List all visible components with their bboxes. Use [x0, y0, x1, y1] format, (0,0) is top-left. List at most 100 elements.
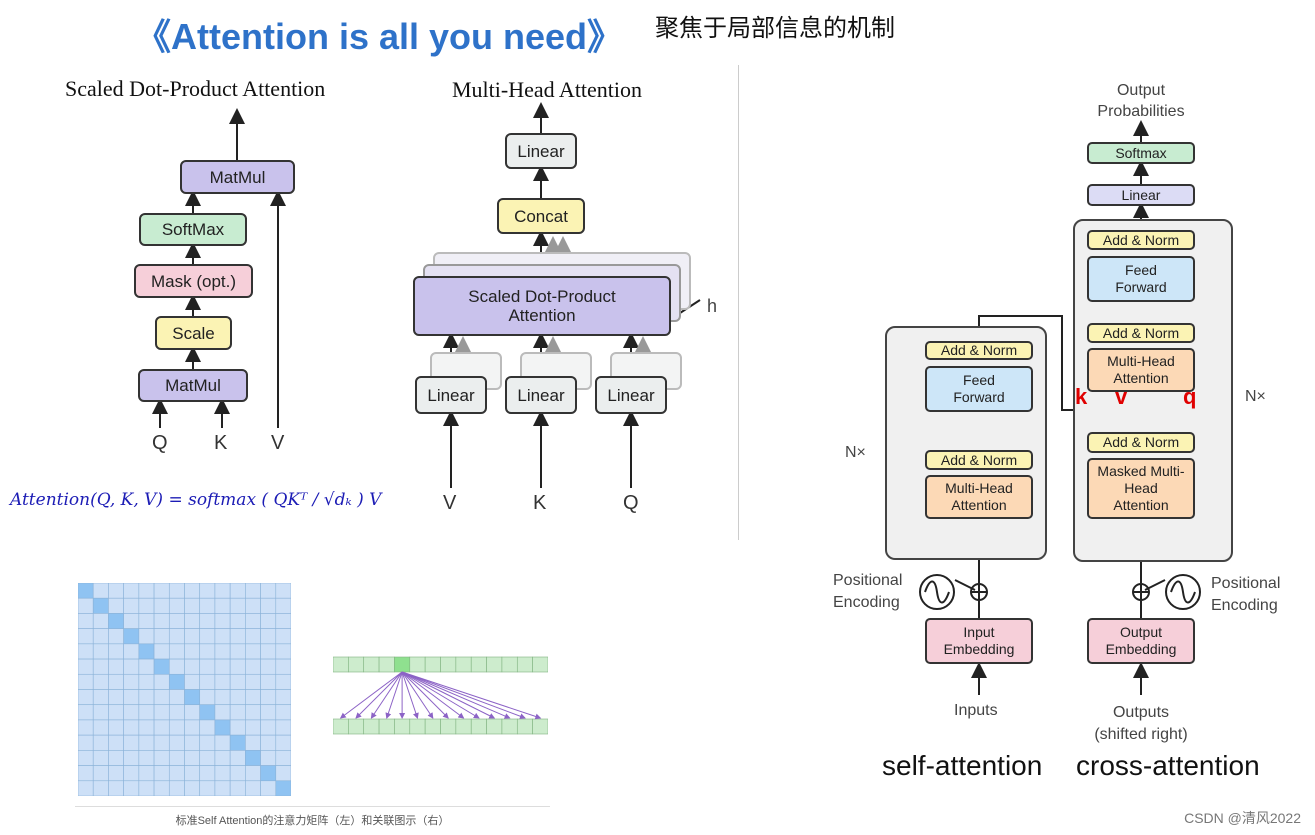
relation-token	[394, 718, 411, 735]
matrix-cell	[78, 704, 94, 721]
mha-sdpa: Scaled Dot-Product Attention	[413, 276, 671, 336]
matrix-cell	[275, 765, 291, 782]
matrix-cell	[153, 734, 170, 751]
matrix-cell	[108, 734, 124, 751]
cross-attention-label: cross-attention	[1076, 750, 1260, 781]
matrix-cell	[168, 643, 185, 660]
matrix-cell	[92, 643, 109, 660]
decoder-masked-multi-head-attention: Masked Multi-Head Attention	[1087, 458, 1195, 519]
matrix-cell	[214, 765, 231, 782]
relation-token	[333, 718, 349, 735]
matrix-cell	[123, 765, 140, 782]
relation-token	[501, 656, 518, 673]
matrix-diagonal-cell	[153, 658, 170, 675]
relation-arrow	[401, 671, 511, 719]
matrix-cell	[275, 597, 291, 614]
relation-token	[440, 656, 457, 673]
transformer-outputs: Outputs (shifted right)	[1094, 704, 1188, 743]
annotation-q: q	[1183, 384, 1197, 409]
matrix-cell	[229, 658, 246, 675]
matrix-diagonal-cell	[123, 628, 140, 645]
matrix-cell	[229, 597, 246, 614]
matrix-cell	[214, 643, 231, 660]
sdpa-mask: Mask (opt.)	[134, 264, 253, 298]
matrix-cell	[123, 750, 140, 766]
relation-arrow	[355, 671, 403, 719]
encoder-feed-forward: Feed Forward	[925, 366, 1033, 412]
matrix-cell	[78, 613, 94, 629]
matrix-cell	[245, 765, 261, 782]
matrix-cell	[214, 628, 231, 645]
relation-token	[424, 718, 441, 735]
matrix-cell	[184, 658, 201, 675]
matrix-cell	[153, 643, 170, 660]
relation-token	[532, 656, 548, 673]
matrix-cell	[153, 750, 170, 766]
matrix-cell	[245, 689, 261, 706]
matrix-cell	[260, 689, 277, 706]
matrix-cell	[168, 583, 185, 599]
matrix-cell	[214, 780, 231, 796]
matrix-cell	[168, 765, 185, 782]
matrix-cell	[229, 704, 246, 721]
mha-heading: Multi-Head Attention	[452, 77, 643, 102]
attention-formula: Attention(Q, K, V) = softmax ( QKᵀ / √dₖ…	[10, 490, 382, 510]
relation-token	[470, 656, 487, 673]
matrix-cell	[108, 780, 124, 796]
matrix-cell	[275, 704, 291, 721]
matrix-diagonal-cell	[275, 780, 291, 796]
relation-arrow	[401, 671, 496, 719]
matrix-cell	[275, 628, 291, 645]
matrix-cell	[153, 628, 170, 645]
matrix-cell	[123, 643, 140, 660]
matrix-cell	[199, 689, 216, 706]
matrix-cell	[108, 583, 124, 599]
matrix-cell	[153, 780, 170, 796]
matrix-cell	[184, 734, 201, 751]
matrix-cell	[168, 780, 185, 796]
matrix-cell	[229, 673, 246, 690]
matrix-cell	[108, 643, 124, 660]
decoder-add-norm-middle: Add & Norm	[1087, 323, 1195, 343]
matrix-cell	[153, 765, 170, 782]
mha-linear-v: Linear	[415, 376, 487, 414]
matrix-cell	[260, 643, 277, 660]
matrix-cell	[260, 613, 277, 629]
matrix-cell	[184, 750, 201, 766]
matrix-cell	[168, 734, 185, 751]
matrix-cell	[199, 673, 216, 690]
matrix-cell	[260, 628, 277, 645]
matrix-cell	[138, 780, 155, 796]
matrix-cell	[229, 689, 246, 706]
mha-linear-top: Linear	[505, 133, 577, 169]
matrix-cell	[78, 628, 94, 645]
matrix-cell	[229, 628, 246, 645]
matrix-cell	[260, 719, 277, 736]
matrix-cell	[168, 689, 185, 706]
matrix-cell	[214, 583, 231, 599]
matrix-cell	[214, 750, 231, 766]
matrix-cell	[108, 704, 124, 721]
matrix-cell	[138, 765, 155, 782]
matrix-cell	[108, 673, 124, 690]
matrix-diagonal-cell	[78, 583, 94, 599]
decoder-positional-encoding: Positional Encoding	[1211, 575, 1281, 614]
relation-arrow	[401, 671, 449, 719]
matrix-cell	[184, 583, 201, 599]
matrix-cell	[92, 583, 109, 599]
relation-active-token	[394, 656, 411, 673]
matrix-cell	[123, 734, 140, 751]
transformer-inputs: Inputs	[954, 702, 998, 719]
matrix-cell	[78, 765, 94, 782]
matrix-cell	[214, 597, 231, 614]
matrix-cell	[275, 613, 291, 629]
matrix-cell	[275, 673, 291, 690]
matrix-cell	[108, 765, 124, 782]
self-attention-label: self-attention	[882, 750, 1043, 781]
matrix-cell	[92, 765, 109, 782]
matrix-cell	[184, 628, 201, 645]
decoder-multi-head-attention: Multi-Head Attention	[1087, 348, 1195, 392]
matrix-cell	[92, 673, 109, 690]
matrix-cell	[229, 613, 246, 629]
matrix-cell	[168, 658, 185, 675]
